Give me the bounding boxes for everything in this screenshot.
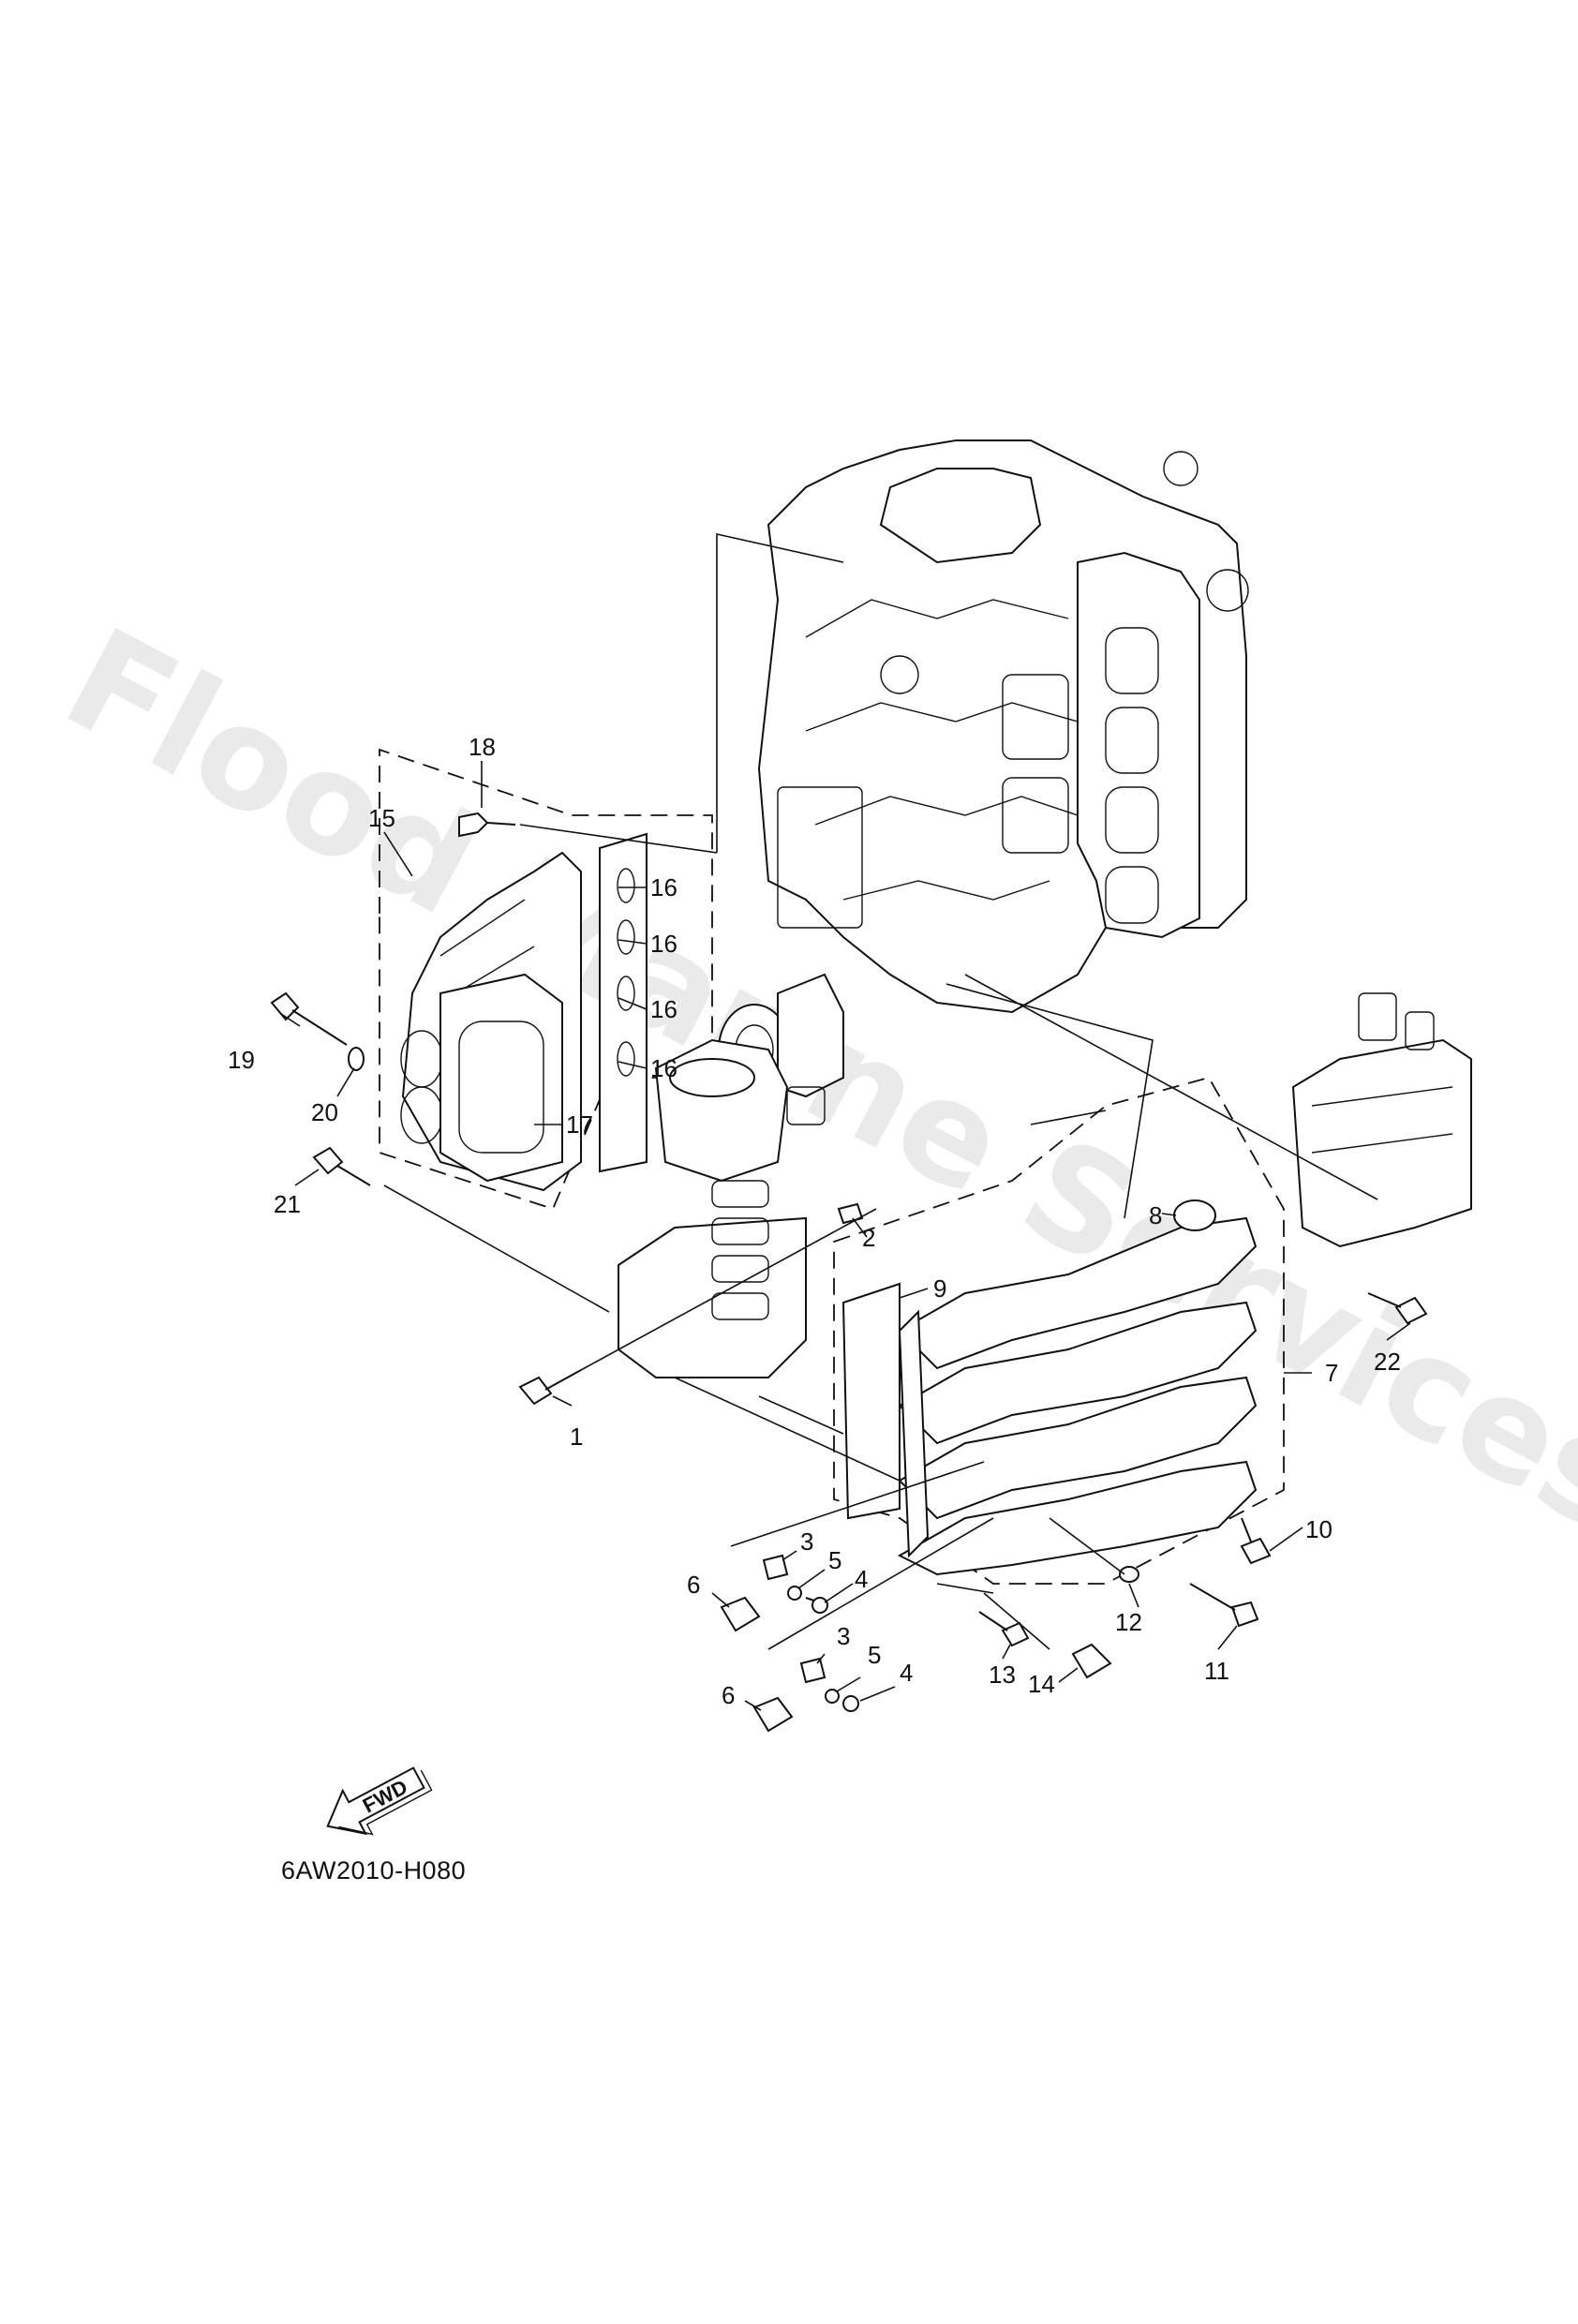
callout-13: 13 <box>989 1661 1016 1689</box>
callout-20: 20 <box>311 1098 338 1126</box>
callout-4: 4 <box>855 1565 868 1593</box>
callout-9: 9 <box>933 1274 946 1303</box>
engine-internal-lines <box>777 451 1249 929</box>
left-intake-manifold <box>379 748 713 1211</box>
callout-16: 16 <box>650 873 677 901</box>
right-intake-manifold <box>833 1076 1285 1585</box>
callout-6: 6 <box>722 1681 735 1709</box>
callout-22: 22 <box>1374 1348 1401 1376</box>
fuel-component <box>1291 992 1472 1248</box>
callout-21: 21 <box>274 1190 301 1218</box>
callout-12: 12 <box>1115 1608 1142 1636</box>
callout-7: 7 <box>1325 1359 1338 1387</box>
callout-8: 8 <box>1149 1201 1162 1229</box>
gasket-17 <box>439 973 563 1183</box>
callout-3: 3 <box>837 1622 850 1650</box>
callout-5: 5 <box>828 1546 841 1574</box>
connection-lines <box>383 533 1378 1650</box>
gasket-9 <box>841 1282 901 1520</box>
cylinder-head-ports <box>1105 627 1159 924</box>
o-ring-set <box>617 868 635 1077</box>
fwd-label: FWD <box>359 1775 411 1818</box>
callout-6: 6 <box>687 1571 700 1599</box>
engine-block <box>718 439 1249 1098</box>
callout-18: 18 <box>469 733 496 761</box>
callout-11: 11 <box>1204 1657 1229 1685</box>
o-ring-8 <box>1173 1199 1216 1231</box>
callout-19: 19 <box>228 1046 255 1074</box>
callout-leaders <box>280 761 1411 1711</box>
fwd-arrow: FWD <box>326 1766 433 1836</box>
callout-2: 2 <box>862 1224 875 1252</box>
callout-14: 14 <box>1028 1670 1055 1698</box>
callout-4: 4 <box>900 1659 913 1687</box>
callout-1: 1 <box>570 1423 583 1451</box>
callout-15: 15 <box>368 804 395 832</box>
callout-3: 3 <box>800 1527 813 1556</box>
plate-slots <box>711 1180 769 1320</box>
callout-16: 16 <box>650 1054 677 1082</box>
callout-17: 17 <box>566 1110 593 1139</box>
callout-10: 10 <box>1305 1515 1332 1543</box>
callout-5: 5 <box>868 1641 881 1669</box>
dowel-pin-2 <box>837 1202 864 1225</box>
drawing-code: 6AW2010-H080 <box>281 1856 466 1885</box>
callout-16: 16 <box>650 930 677 958</box>
callout-16: 16 <box>650 995 677 1023</box>
callout-numbers: 18 15 16 16 16 16 17 19 20 21 1 2 8 9 7 … <box>228 733 1401 1709</box>
hardware <box>270 812 1428 1733</box>
